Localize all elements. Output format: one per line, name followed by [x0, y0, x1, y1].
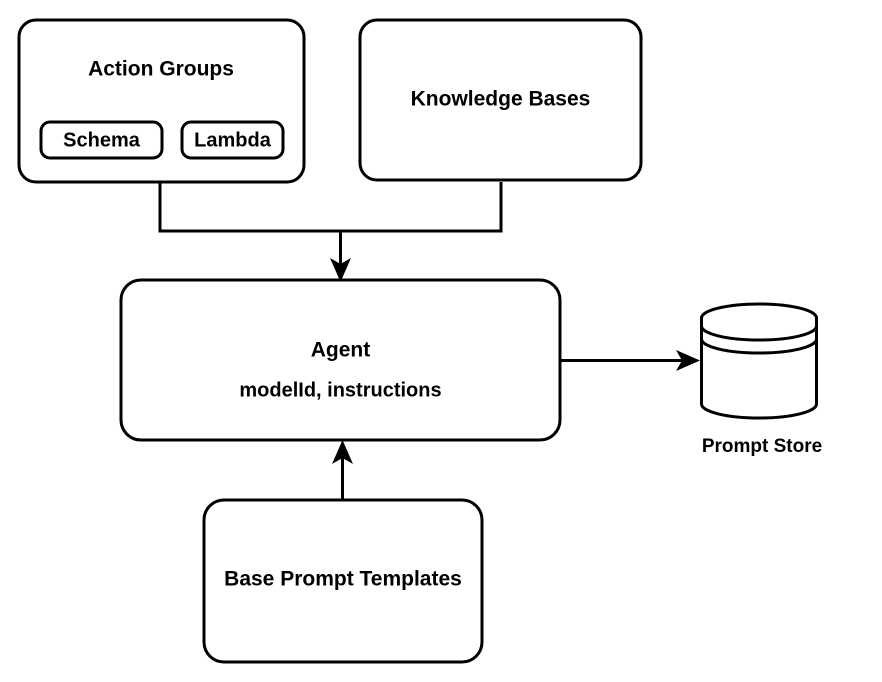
node-prompt-store[interactable]: Prompt Store	[700, 302, 823, 457]
agent-label-primary: Agent	[311, 339, 371, 362]
arrowhead-into-agent-top	[330, 258, 351, 282]
arrowhead-into-prompt-store	[676, 350, 700, 371]
base-prompt-templates-box[interactable]	[202, 498, 484, 664]
node-base-prompt-templates[interactable]: Base Prompt Templates	[202, 498, 484, 664]
lambda-label: Lambda	[194, 129, 272, 151]
node-lambda[interactable]: Lambda	[180, 120, 285, 160]
schema-pill[interactable]	[39, 120, 164, 160]
prompt-store-label: Prompt Store	[702, 436, 822, 457]
arrowhead-into-agent-bottom	[332, 440, 353, 464]
prompt-store-cylinder-body[interactable]	[700, 302, 818, 420]
node-knowledge-bases[interactable]: Knowledge Bases	[358, 18, 643, 182]
schema-label: Schema	[63, 129, 141, 151]
knowledge-bases-box[interactable]	[358, 18, 643, 182]
prompt-store-ring-2	[700, 338, 818, 355]
prompt-store-ring-1	[700, 325, 818, 342]
base-prompt-templates-label: Base Prompt Templates	[224, 568, 462, 591]
action-groups-label: Action Groups	[88, 58, 234, 81]
agent-box[interactable]	[119, 278, 562, 442]
node-agent[interactable]: Agent modelId, instructions	[119, 278, 562, 442]
knowledge-bases-label: Knowledge Bases	[411, 88, 591, 111]
agent-label-secondary: modelId, instructions	[239, 379, 441, 401]
lambda-pill[interactable]	[180, 120, 285, 160]
node-schema[interactable]: Schema	[39, 120, 164, 160]
node-action-groups[interactable]: Action Groups Schema Lambda	[17, 18, 306, 184]
edge-sources-merge-bar	[158, 182, 503, 233]
edge-group	[158, 182, 700, 500]
